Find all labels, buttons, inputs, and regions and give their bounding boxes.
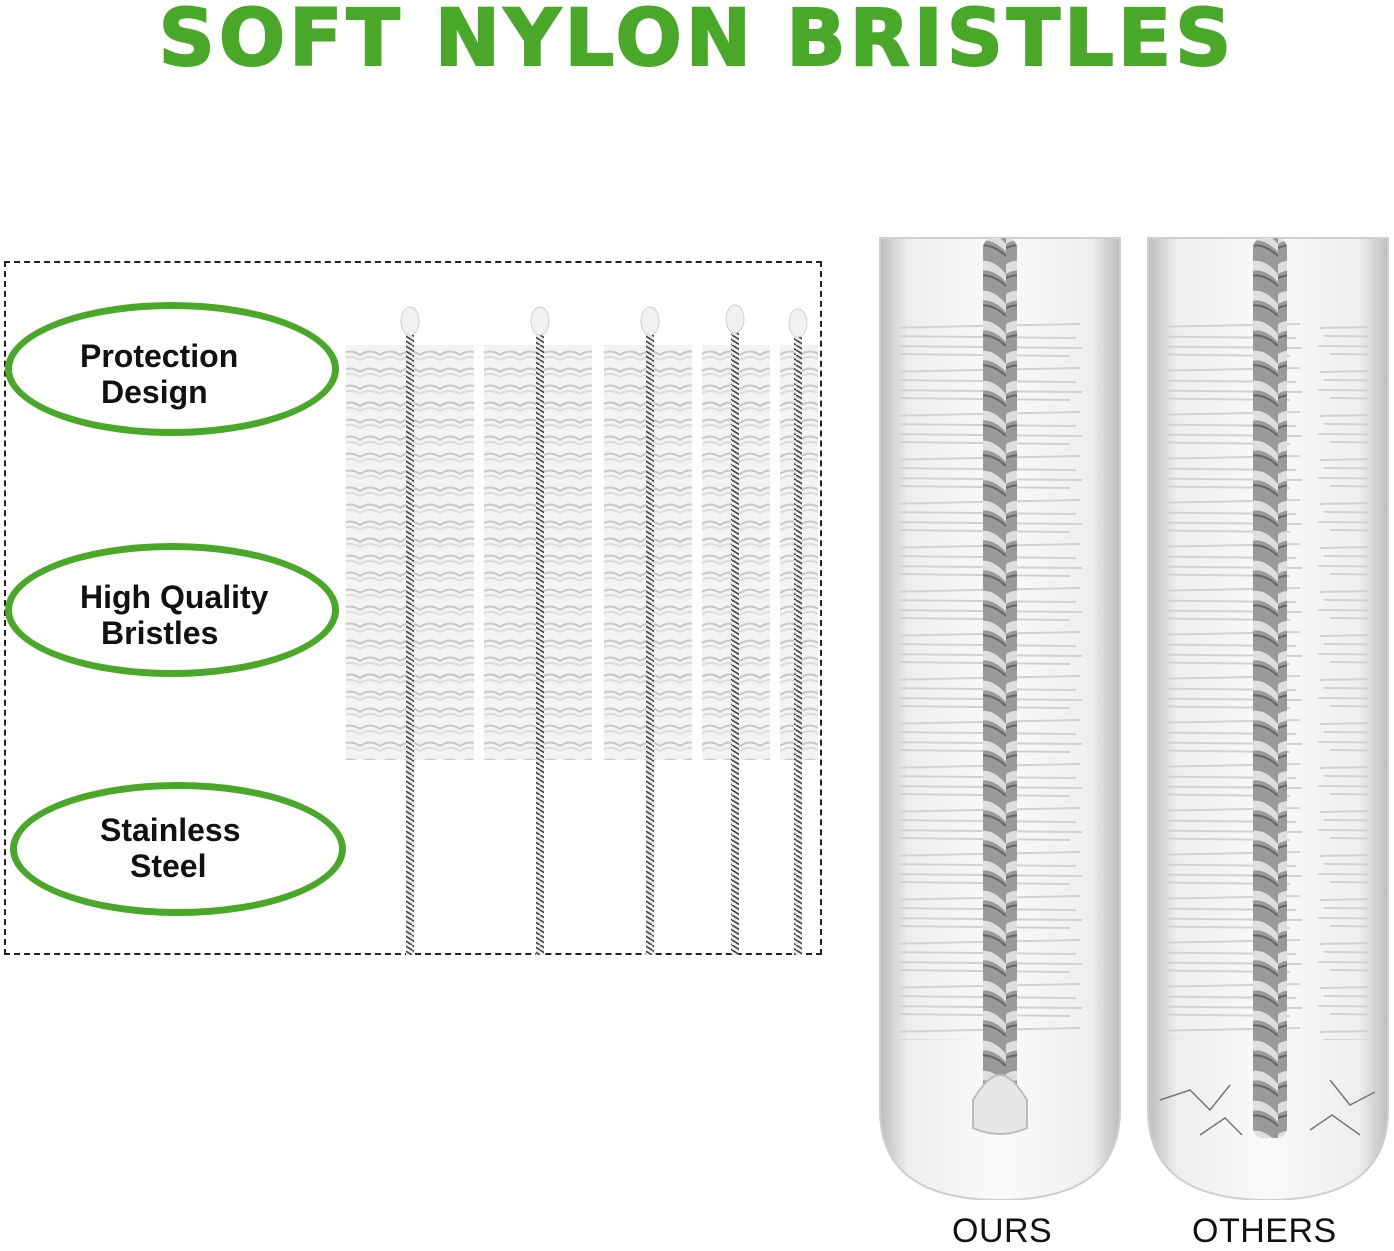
label-ours: OURS [952,1212,1053,1250]
tube-others [1147,237,1389,1200]
feature-label-steel-line1: Stainless [100,812,241,848]
label-others: OTHERS [1192,1212,1337,1250]
brush-large [346,306,474,955]
feature-label-steel-line2: Steel [130,848,207,884]
comparison-tubes-illustration [879,237,1389,1200]
brush-medium [604,306,692,955]
headline: SOFT NYLON BRISTLES [158,0,1236,85]
feature-label-protection-line1: Protection [80,338,239,374]
feature-oval-steel [10,782,346,916]
feature-label-bristles-line1: High Quality [80,579,269,615]
feature-oval-bristles [5,543,339,677]
tube-ours [879,237,1121,1200]
feature-oval-protection [5,302,339,436]
brush-small [702,304,770,955]
brush-extra-small [780,308,818,955]
brush-set-illustration [346,304,818,955]
brush-medium-large [484,306,592,955]
feature-label-protection-line2: Design [101,374,208,410]
feature-label-bristles-line2: Bristles [101,615,219,651]
